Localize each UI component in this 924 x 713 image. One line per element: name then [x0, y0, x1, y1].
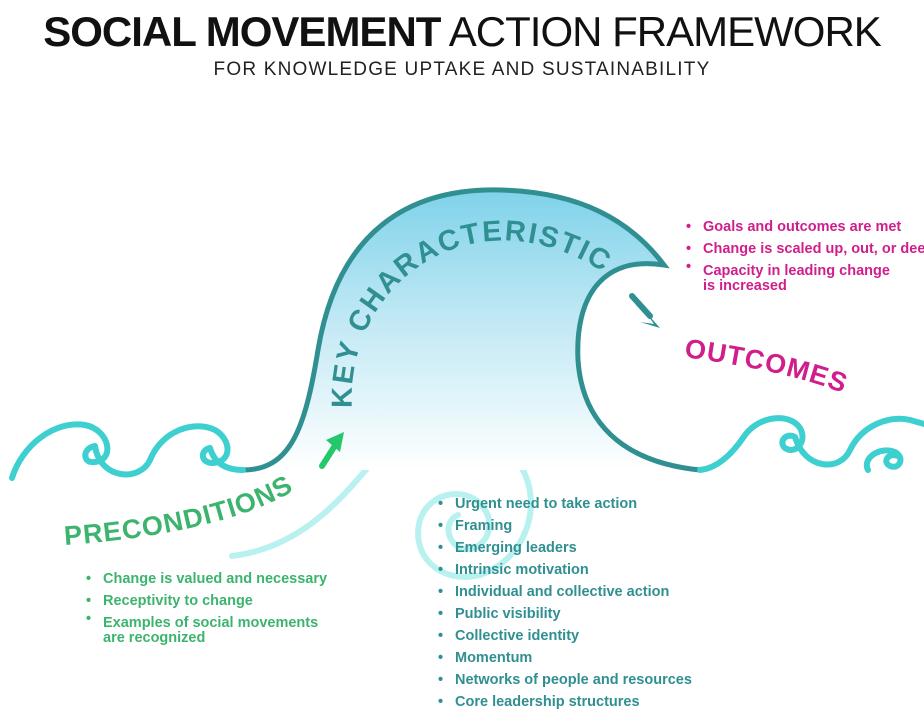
list-item: Core leadership structures [438, 691, 692, 713]
big-wave-outline [240, 187, 703, 473]
list-item: Capacity in leading change is increased [686, 260, 924, 294]
page-subtitle: FOR KNOWLEDGE UPTAKE AND SUSTAINABILITY [213, 59, 711, 80]
list-item: Momentum [438, 647, 692, 669]
arrow-up-icon [319, 432, 344, 469]
list-item: Intrinsic motivation [438, 559, 692, 581]
list-item-line: is increased [703, 278, 787, 294]
list-item: Public visibility [438, 603, 692, 625]
arrow-down-icon [629, 293, 660, 328]
outcomes-label: OUTCOMES [683, 333, 852, 399]
title-bold: SOCIAL MOVEMENT [43, 8, 441, 55]
list-item: Examples of social movements are recogni… [86, 612, 327, 646]
list-item: Urgent need to take action [438, 493, 692, 515]
list-item-line: Capacity in leading change [703, 263, 890, 279]
list-item: Goals and outcomes are met [686, 216, 924, 238]
list-item: Framing [438, 515, 692, 537]
list-item-line: are recognized [103, 630, 206, 646]
list-item: Collective identity [438, 625, 692, 647]
right-small-waves [697, 415, 924, 473]
list-item-line: Examples of social movements [103, 615, 319, 631]
title-light: ACTION FRAMEWORK [448, 8, 882, 55]
left-small-waves [9, 421, 246, 481]
key-characteristics-list: Urgent need to take action Framing Emerg… [438, 493, 692, 713]
list-item: Change is valued and necessary [86, 568, 327, 590]
preconditions-label: PRECONDITIONS [63, 469, 298, 551]
page-title: SOCIAL MOVEMENT ACTION FRAMEWORK [0, 6, 924, 58]
list-item: Emerging leaders [438, 537, 692, 559]
list-item: Receptivity to change [86, 590, 327, 612]
preconditions-list: Change is valued and necessary Receptivi… [86, 568, 327, 646]
list-item: Networks of people and resources [438, 669, 692, 691]
list-item: Change is scaled up, out, or deep [686, 238, 924, 260]
list-item: Individual and collective action [438, 581, 692, 603]
outcomes-list: Goals and outcomes are met Change is sca… [686, 216, 924, 294]
